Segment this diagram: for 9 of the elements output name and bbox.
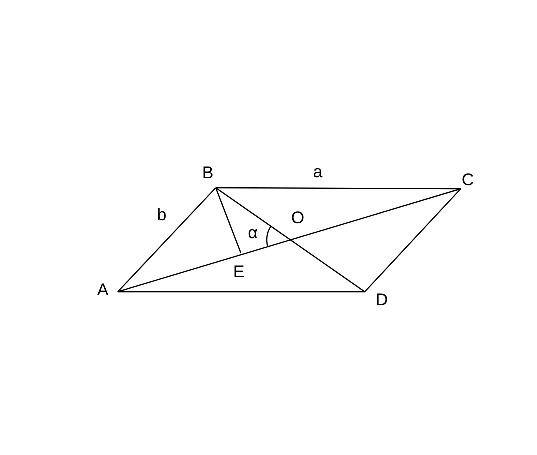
point-label: C (462, 172, 474, 188)
side-label: a (313, 164, 323, 180)
point-label: E (233, 264, 245, 280)
point-label: A (97, 282, 109, 298)
point-label: B (202, 164, 214, 182)
point-label: D (376, 292, 388, 308)
point-label: O (291, 210, 305, 226)
side-label: b (157, 206, 167, 224)
angle-label: α (248, 224, 258, 242)
